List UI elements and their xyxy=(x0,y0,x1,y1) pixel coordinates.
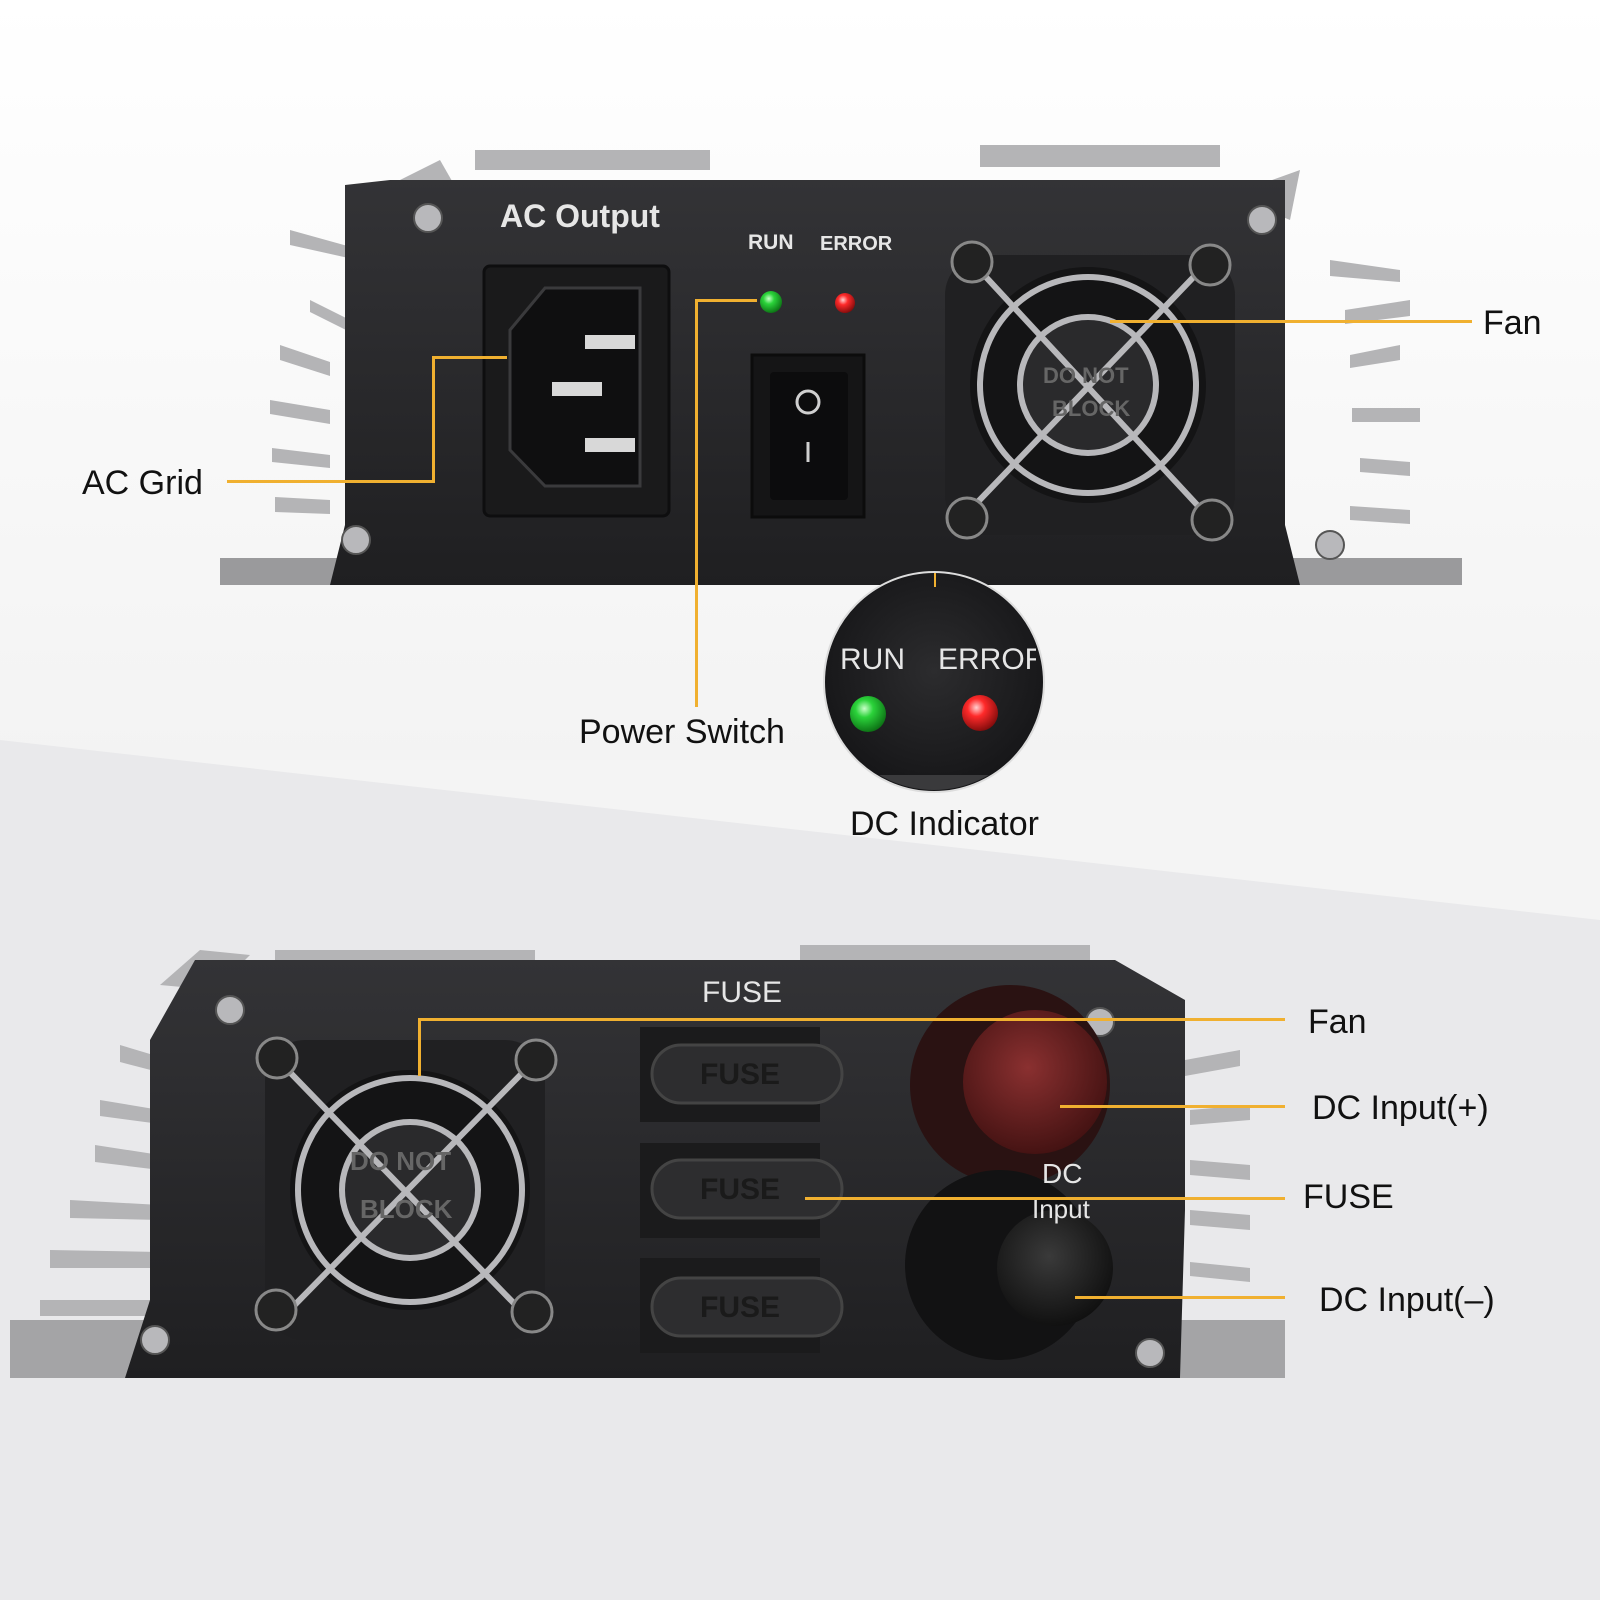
screw-icon xyxy=(510,1290,554,1334)
callout-dc-input-plus: DC Input(+) xyxy=(1312,1089,1489,1127)
fuse-panel-label: FUSE xyxy=(702,976,783,1009)
callout-fan-bottom: Fan xyxy=(1308,1003,1367,1041)
callout-ac-grid: AC Grid xyxy=(82,464,203,502)
power-switch-callout-line-h xyxy=(695,299,757,302)
ac-output-label: AC Output xyxy=(500,198,660,234)
dc-input-plus-callout-line xyxy=(1060,1105,1285,1108)
dc-indicator-inset xyxy=(823,571,1045,793)
screw-icon xyxy=(950,240,994,284)
inset-error-led-icon xyxy=(962,695,998,731)
fuse-cap-3 xyxy=(650,1276,844,1338)
callout-dc-input-minus: DC Input(–) xyxy=(1319,1281,1495,1319)
dc-input-label-2: Input xyxy=(1032,1194,1090,1224)
ac-grid-callout-line-h2 xyxy=(432,356,507,359)
screw-icon xyxy=(255,1036,299,1080)
inset-error-label: ERROR xyxy=(938,645,1036,675)
fan-bottom-callout-line-h xyxy=(420,1018,1285,1021)
switch-off-symbol-icon xyxy=(795,389,821,415)
screw-icon xyxy=(945,496,989,540)
dc-indicator-callout-line xyxy=(934,573,936,587)
bottom-fan-guard-text-2: BLOCK xyxy=(360,1194,453,1224)
error-label: ERROR xyxy=(820,233,893,255)
ac-grid-callout-line-h xyxy=(227,480,434,483)
fuse-callout-line xyxy=(805,1197,1285,1200)
screw-icon xyxy=(514,1038,558,1082)
bottom-panel-screws xyxy=(140,995,1165,1368)
run-label: RUN xyxy=(748,231,794,254)
fan-top-callout-line xyxy=(1110,320,1472,323)
fuse-cap-2 xyxy=(650,1158,844,1220)
screw-icon xyxy=(413,203,443,233)
top-fan-guard-text-2: BLOCK xyxy=(1052,396,1131,421)
top-panel-screws xyxy=(341,203,1345,560)
dc-input-minus-callout-line xyxy=(1075,1296,1285,1299)
ac-grid-socket xyxy=(482,264,671,518)
screw-icon xyxy=(341,525,371,555)
callout-fan-top: Fan xyxy=(1483,304,1542,342)
callout-fuse: FUSE xyxy=(1303,1178,1394,1216)
power-switch-callout-line-v xyxy=(695,299,698,707)
top-fan xyxy=(945,240,1235,542)
dc-input-label-1: DC xyxy=(1042,1158,1083,1189)
screw-icon xyxy=(1188,243,1232,287)
fan-bottom-callout-line-v xyxy=(418,1018,421,1076)
power-switch xyxy=(750,353,866,519)
inset-run-label: RUN xyxy=(840,643,905,676)
screw-icon xyxy=(254,1288,298,1332)
run-led-icon xyxy=(760,291,782,313)
top-heatsink-fins xyxy=(270,145,1420,524)
fuse-cap-text-1: FUSE xyxy=(700,1058,781,1091)
error-led-icon xyxy=(835,293,855,313)
top-fan-guard-text-1: DO NOT xyxy=(1043,363,1129,388)
screw-icon xyxy=(1190,498,1234,542)
inset-run-led-icon xyxy=(850,696,886,732)
bottom-device xyxy=(10,945,1285,1378)
bottom-fan-guard-text-1: DO NOT xyxy=(350,1146,452,1176)
screw-icon xyxy=(1315,530,1345,560)
screw-icon xyxy=(1135,1338,1165,1368)
callout-dc-indicator: DC Indicator xyxy=(850,805,1039,843)
fuse-cap-text-3: FUSE xyxy=(700,1291,781,1324)
dc-input-plus-knob xyxy=(910,985,1110,1185)
fuse-holders xyxy=(640,1027,844,1353)
fuse-cap-text-2: FUSE xyxy=(700,1173,781,1206)
fuse-cap-1 xyxy=(650,1043,844,1105)
bottom-fan xyxy=(254,1036,558,1340)
screw-icon xyxy=(215,995,245,1025)
screw-icon xyxy=(1247,205,1277,235)
top-device xyxy=(220,145,1462,585)
callout-power-switch: Power Switch xyxy=(579,713,785,751)
ac-grid-callout-line-v xyxy=(432,356,435,483)
screw-icon xyxy=(140,1325,170,1355)
